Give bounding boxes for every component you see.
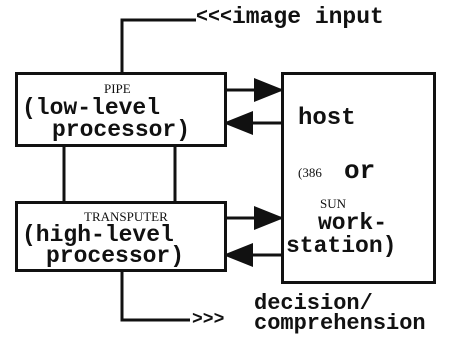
decision-label: decision/ [254, 291, 373, 316]
host-work-label: work- [318, 210, 388, 236]
input-chevrons-icon: <<< [196, 6, 233, 29]
transputer-title: TRANSPUTER [84, 209, 168, 224]
comprehension-label: comprehension [254, 311, 426, 336]
pipe-description-line2: processor) [52, 117, 191, 143]
transputer-block: TRANSPUTER (high-level processor) [15, 201, 227, 272]
host-title: host [298, 105, 356, 132]
pipe-description-line1: (low-level [22, 95, 161, 121]
pipe-block: PIPE (low-level processor) [15, 72, 227, 147]
output-chevrons-icon: >>> [192, 310, 225, 330]
image-input-line [120, 18, 196, 74]
pipe-title: PIPE [104, 81, 131, 96]
host-or-label: or [344, 156, 376, 186]
output-line [120, 268, 190, 322]
host-block: host (386 or SUN work- station) [281, 72, 436, 284]
image-input-label: image input [232, 4, 384, 30]
host-386-label: (386 [298, 165, 322, 180]
transputer-description-line2: processor) [46, 243, 185, 269]
host-station-label: station) [286, 233, 397, 259]
host-sun-label: SUN [320, 196, 347, 211]
transputer-description-line1: (high-level [22, 222, 174, 248]
